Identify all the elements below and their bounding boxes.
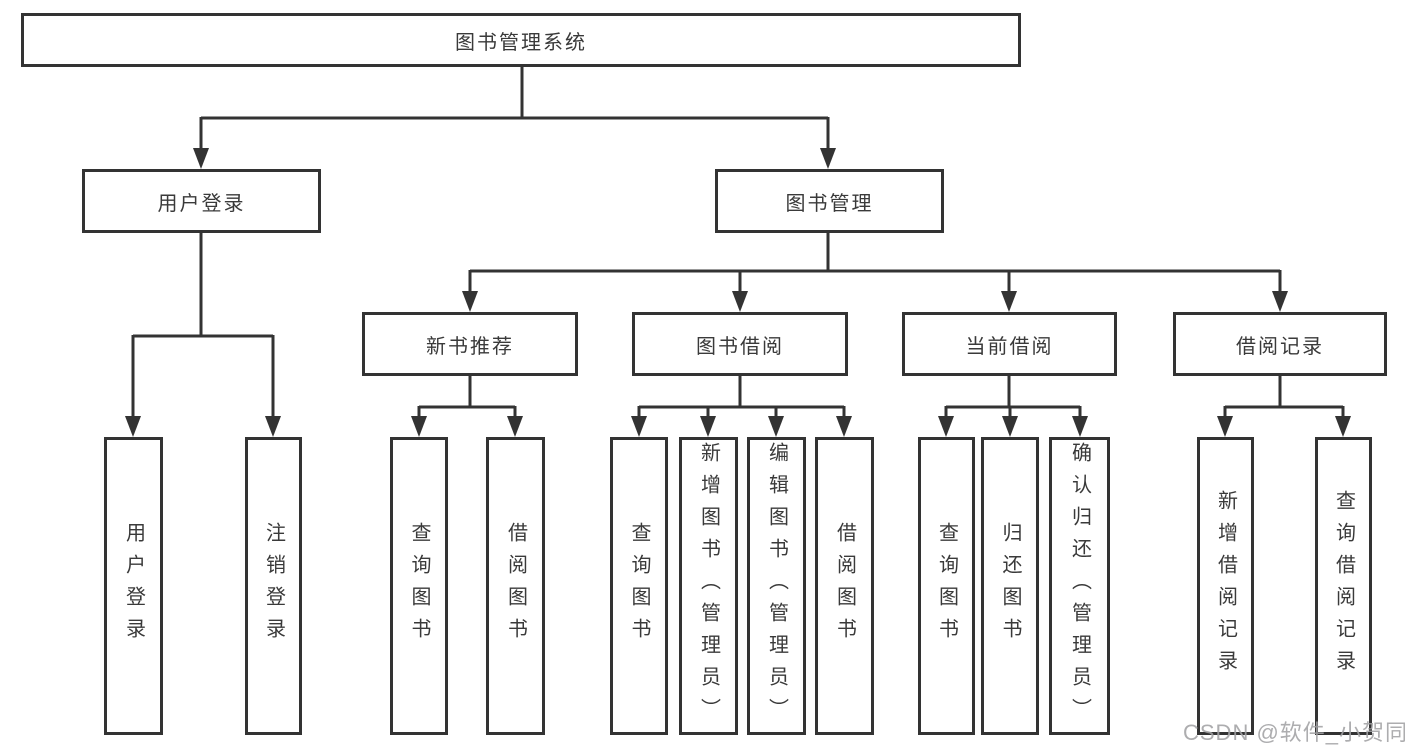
arrowheads: [125, 148, 1351, 437]
leaf-edit-book-admin-label: 编辑图书（管理员）: [765, 442, 788, 730]
leaf-return-books-label: 归还图书: [999, 522, 1021, 650]
leaf-confirm-return-admin: 确认归还（管理员）: [1049, 437, 1110, 735]
leaf-query-books-current: 查询图书: [918, 437, 975, 735]
current-borrowing-label: 当前借阅: [965, 335, 1054, 358]
leaf-add-borrow-record-label: 新增借阅记录: [1214, 490, 1237, 682]
leaf-query-books-borrowing: 查询图书: [610, 437, 668, 735]
leaf-add-borrow-record: 新增借阅记录: [1197, 437, 1254, 735]
leaf-query-books-recommend: 查询图书: [390, 437, 448, 735]
leaf-query-books-current-label: 查询图书: [935, 522, 958, 650]
leaf-user-login: 用户登录: [104, 437, 163, 735]
leaf-return-books: 归还图书: [981, 437, 1039, 735]
node-new-book-recommendation: 新书推荐: [362, 312, 578, 376]
book-borrowing-label: 图书借阅: [696, 335, 784, 358]
leaf-edit-book-admin: 编辑图书（管理员）: [747, 437, 806, 735]
leaf-query-books-recommend-label: 查询图书: [408, 522, 430, 650]
leaf-logout: 注销登录: [245, 437, 302, 735]
root-label: 图书管理系统: [455, 31, 587, 54]
node-library-management-system: 图书管理系统: [21, 13, 1021, 67]
leaf-add-book-admin: 新增图书（管理员）: [679, 437, 738, 735]
leaf-logout-label: 注销登录: [262, 522, 285, 650]
leaf-borrow-books-recommend-label: 借阅图书: [504, 522, 527, 650]
leaf-query-borrow-record-label: 查询借阅记录: [1332, 490, 1355, 682]
node-book-management: 图书管理: [715, 169, 944, 233]
node-current-borrowing: 当前借阅: [902, 312, 1117, 376]
node-borrowing-records: 借阅记录: [1173, 312, 1387, 376]
leaf-borrow-books: 借阅图书: [815, 437, 874, 735]
new-book-recommendation-label: 新书推荐: [426, 335, 514, 358]
csdn-watermark: CSDN @软件_小贺同学: [1183, 720, 1405, 745]
node-user-login: 用户登录: [82, 169, 321, 233]
node-book-borrowing: 图书借阅: [632, 312, 848, 376]
user-login-label: 用户登录: [157, 192, 246, 215]
leaf-add-book-admin-label: 新增图书（管理员）: [697, 442, 720, 730]
leaf-borrow-books-label: 借阅图书: [833, 522, 856, 650]
leaf-borrow-books-recommend: 借阅图书: [486, 437, 545, 735]
leaf-user-login-label: 用户登录: [122, 522, 145, 650]
leaf-query-borrow-record: 查询借阅记录: [1315, 437, 1372, 735]
leaf-confirm-return-admin-label: 确认归还（管理员）: [1068, 442, 1091, 730]
leaf-query-books-borrowing-label: 查询图书: [628, 522, 650, 650]
borrowing-records-label: 借阅记录: [1236, 335, 1324, 358]
book-management-label: 图书管理: [785, 192, 874, 215]
